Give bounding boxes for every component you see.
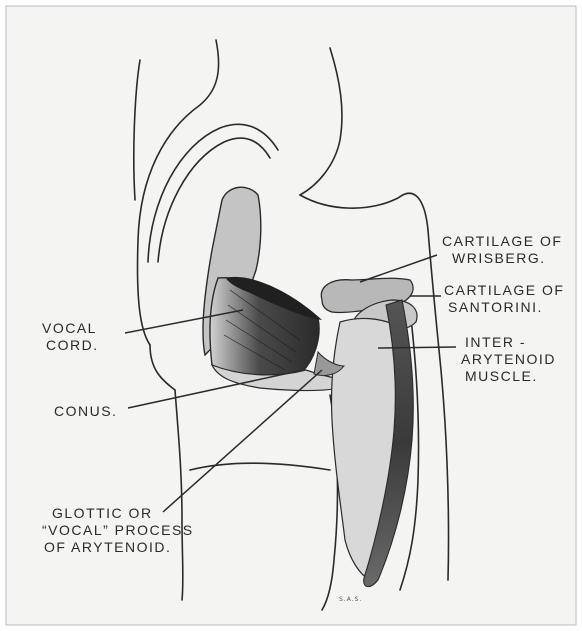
label-glottic-line3: OF ARYTENOID. [42, 539, 194, 556]
label-wrisberg-line2: WRISBERG. [442, 250, 562, 267]
label-santorini-line1: CARTILAGE OF [444, 282, 564, 299]
leader-interarytenoid [378, 347, 456, 348]
label-interarytenoid: INTER - ARYTENOID MUSCLE. [461, 334, 556, 385]
label-interarytenoid-line3: MUSCLE. [461, 368, 556, 385]
label-vocal-cord-line1: VOCAL [42, 320, 99, 337]
label-vocal-cord-line2: CORD. [42, 337, 99, 354]
label-interarytenoid-line1: INTER - [461, 334, 556, 351]
label-wrisberg-line1: CARTILAGE OF [442, 233, 562, 250]
label-vocal-cord: VOCAL CORD. [42, 320, 99, 354]
label-wrisberg: CARTILAGE OF WRISBERG. [442, 233, 562, 267]
label-conus: CONUS. [54, 403, 117, 420]
label-santorini: CARTILAGE OF SANTORINI. [444, 282, 564, 316]
label-glottic-line1: GLOTTIC OR [42, 505, 194, 522]
label-santorini-line2: SANTORINI. [444, 299, 564, 316]
label-glottic-line2: “VOCAL” PROCESS [42, 522, 194, 539]
label-interarytenoid-line2: ARYTENOID [461, 351, 556, 368]
artist-signature: S.A.S. [339, 596, 362, 603]
label-glottic: GLOTTIC OR “VOCAL” PROCESS OF ARYTENOID. [42, 505, 194, 556]
